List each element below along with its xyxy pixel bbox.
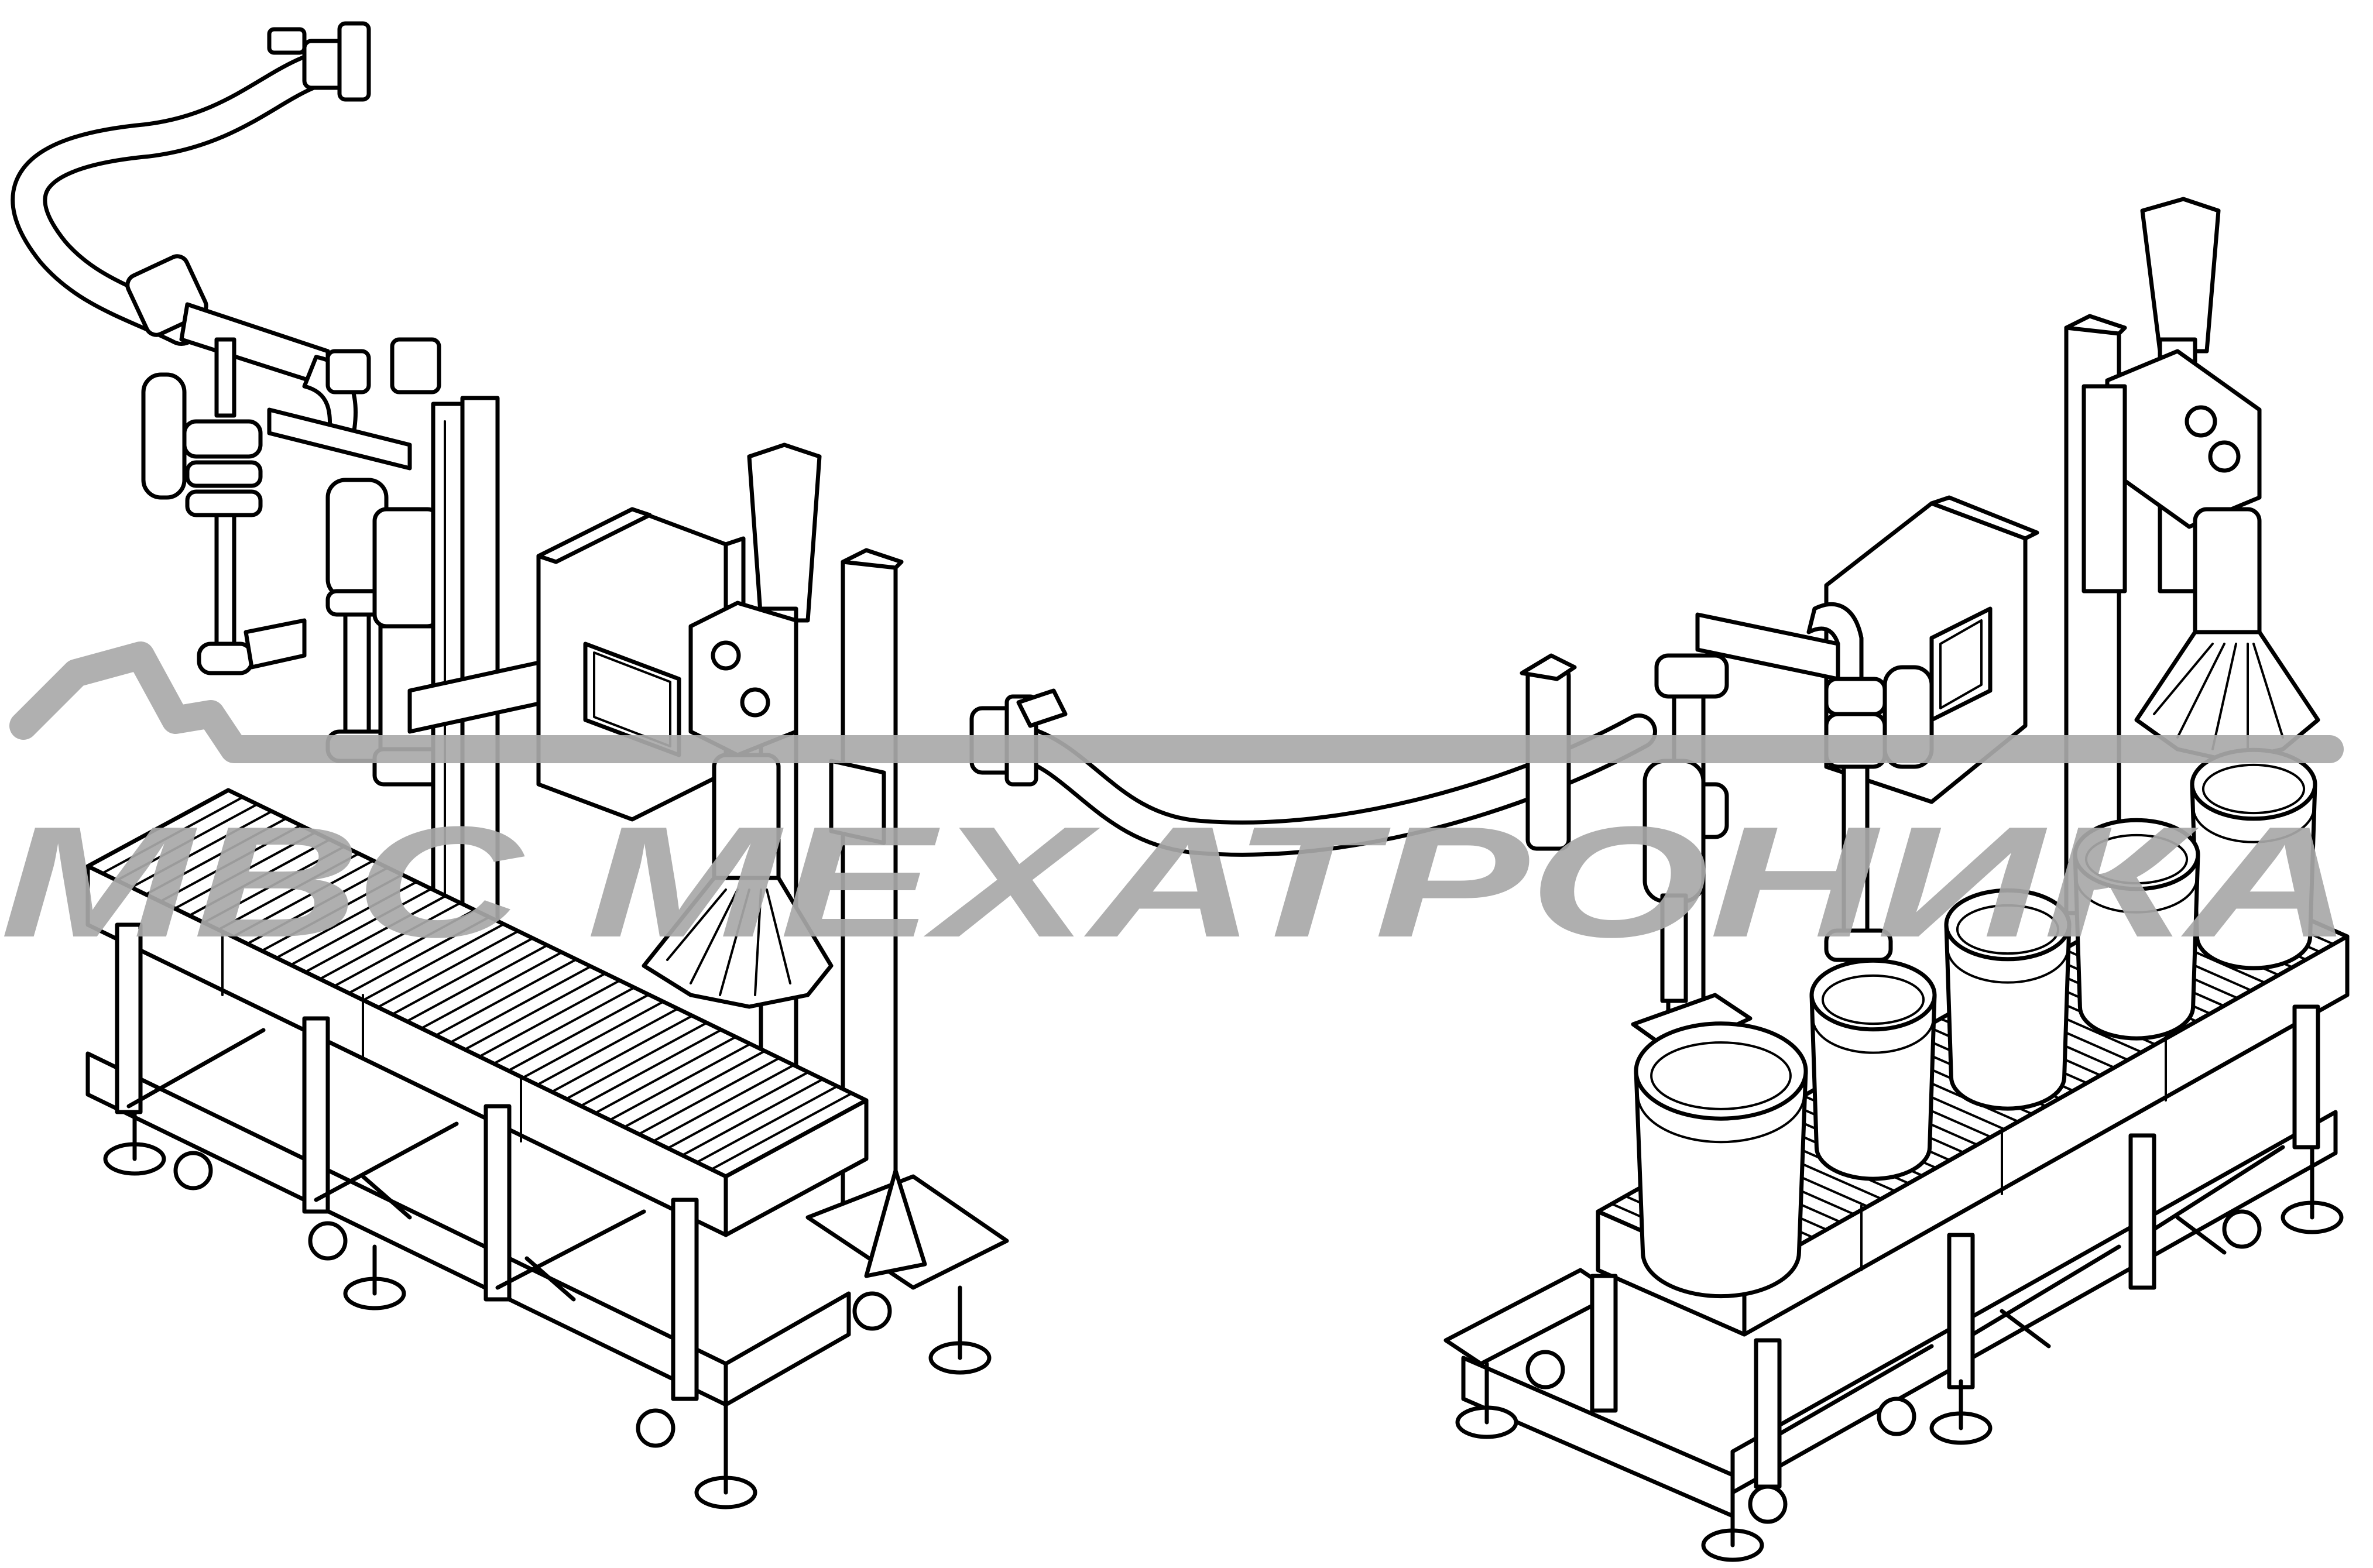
bucket xyxy=(2190,782,2317,970)
conveyor-roller xyxy=(637,1056,781,1135)
conveyor-roller xyxy=(594,1035,738,1114)
conveyor-roller xyxy=(695,1085,839,1164)
right-frame xyxy=(1443,1004,2338,1518)
conveyor-roller xyxy=(376,929,520,1008)
bucket-rim xyxy=(2073,818,2200,891)
conveyor-roller xyxy=(522,1000,665,1079)
bucket-band xyxy=(1636,1093,1806,1144)
conveyor-roller xyxy=(333,908,476,987)
conveyor-roller xyxy=(101,796,244,875)
bucket-band xyxy=(1812,1017,1935,1054)
conveyor-roller xyxy=(289,887,433,966)
conveyor-roller xyxy=(173,831,317,910)
watermark-text: МВС МЕХАТРОНИКА xyxy=(0,794,2353,970)
conveyor-roller xyxy=(188,838,331,917)
conveyor-roller xyxy=(623,1049,766,1128)
left-conveyor-rollers xyxy=(101,796,853,1171)
left-hose xyxy=(11,21,371,447)
bucket-rim xyxy=(1944,888,2072,962)
bucket-band xyxy=(1946,947,2069,984)
left-vertical-rail xyxy=(325,337,547,933)
conveyor-roller xyxy=(550,1014,694,1093)
bucket-band xyxy=(2075,877,2198,914)
right-feet xyxy=(1455,1145,2344,1562)
bucket-rim xyxy=(1634,1021,1808,1121)
conveyor-roller xyxy=(362,922,505,1001)
conveyor-roller xyxy=(391,936,534,1015)
conveyor-roller xyxy=(159,824,302,903)
left-filling-machine xyxy=(11,21,1009,1509)
conveyor-roller xyxy=(536,1007,679,1086)
bucket xyxy=(2073,852,2200,1041)
conveyor-roller xyxy=(608,1042,752,1121)
conveyor-roller xyxy=(478,979,621,1058)
conveyor-roller xyxy=(203,845,346,924)
conveyor-roller xyxy=(652,1063,795,1142)
bucket-inner-rim xyxy=(1956,904,2060,955)
bucket-inner-rim xyxy=(1821,974,1925,1025)
conveyor-roller xyxy=(406,944,548,1023)
conveyor-roller xyxy=(304,894,447,973)
conveyor-roller xyxy=(420,951,563,1030)
conveyor-roller xyxy=(449,965,592,1044)
bucket xyxy=(1634,1069,1808,1299)
left-frame xyxy=(85,922,851,1407)
left-feet xyxy=(103,1110,992,1509)
conveyor-roller xyxy=(464,972,607,1051)
conveyor-roller xyxy=(130,810,273,889)
left-nozzle-pillar xyxy=(642,442,834,1138)
conveyor-roller xyxy=(217,852,360,931)
conveyor-roller xyxy=(318,901,462,980)
conveyor-roller xyxy=(115,803,259,882)
right-filling-machine xyxy=(1443,197,2350,1562)
conveyor-roller xyxy=(507,993,650,1072)
conveyor-roller xyxy=(710,1092,853,1171)
right-buckets xyxy=(1634,747,2317,1299)
watermark-logo: МВС МЕХАТРОНИКА xyxy=(0,641,2353,970)
conveyor-roller xyxy=(492,986,636,1065)
conveyor-roller xyxy=(681,1078,824,1157)
bucket-rim xyxy=(1809,958,1937,1032)
bucket xyxy=(1809,993,1937,1181)
conveyor-roller xyxy=(145,817,288,896)
conveyor-roller xyxy=(260,873,404,952)
conveyor-roller xyxy=(246,866,389,945)
conveyor-roller xyxy=(347,915,491,994)
conveyor-roller xyxy=(434,958,578,1037)
bucket-inner-rim xyxy=(2201,763,2306,815)
conveyor-roller xyxy=(666,1071,810,1150)
right-nozzle-pillar xyxy=(2081,197,2320,763)
conveyor-roller xyxy=(579,1028,723,1107)
bucket xyxy=(1944,922,2072,1111)
conveyor-roller xyxy=(231,859,375,938)
left-rear-pillar xyxy=(805,548,1009,1290)
bucket-inner-rim xyxy=(2084,833,2189,885)
conveyor-roller xyxy=(275,880,419,959)
bucket-band xyxy=(2192,807,2315,843)
conveyor-roller xyxy=(565,1021,708,1100)
bucket-inner-rim xyxy=(1650,1041,1792,1110)
